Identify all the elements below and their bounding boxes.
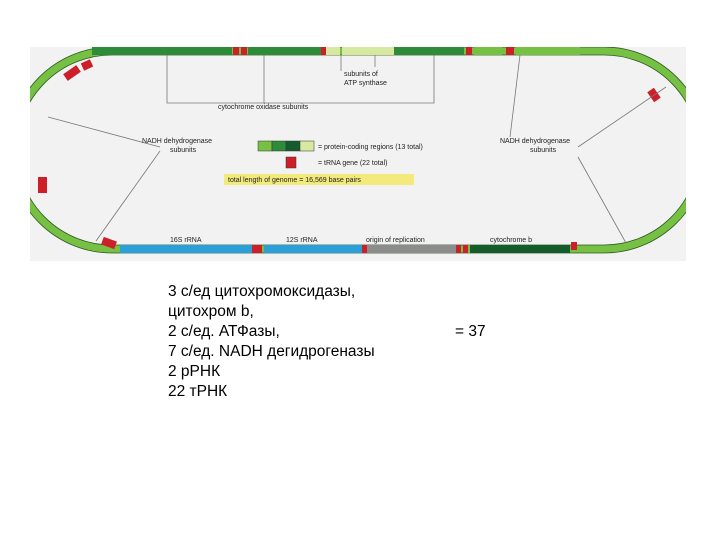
leader-nadh-right (577, 156, 627, 244)
legend-swatch-protein (285, 140, 301, 152)
trna-mark (101, 236, 117, 250)
legend-protein-text: = protein-coding regions (13 total) (318, 144, 423, 151)
label-12s-rrna: 12S rRNA (286, 237, 318, 244)
label-atp-2: ATP synthase (344, 80, 387, 87)
genome-ring-inner-outline (30, 54, 686, 246)
gene-summary: 3 с/ед цитохромоксидазы, цитохром b, 2 с… (168, 282, 375, 402)
origin-segment (366, 245, 456, 253)
genome-ring (30, 47, 686, 253)
leader-nadh-left (47, 116, 161, 148)
summary-line: цитохром b, (168, 303, 254, 320)
trna-mark (252, 245, 262, 253)
genome-length-text: total length of genome = 16,569 base pai… (228, 177, 361, 184)
summary-line: 3 с/ед цитохромоксидазы, (168, 283, 356, 300)
label-cytochrome-oxidase: cytochrome oxidase subunits (218, 104, 309, 111)
genome-diagram: 16S rRNA 12S rRNA origin of replication … (30, 47, 686, 261)
legend: = protein-coding regions (13 total) = tR… (224, 140, 423, 185)
legend-swatch-protein (257, 140, 273, 152)
summary-total: = 37 (455, 323, 486, 340)
top-segment-green-1 (92, 47, 232, 55)
top-segment-light-2 (516, 47, 580, 55)
rrna-16s-segment (120, 245, 252, 253)
summary-line: 2 рРНК (168, 363, 221, 380)
trna-mark (241, 47, 247, 55)
label-nadh-left-1: NADH dehydrogenase (142, 138, 212, 145)
label-nadh-right-2: subunits (530, 147, 557, 154)
trna-mark (321, 47, 326, 55)
leader-nadh-left (95, 150, 161, 242)
summary-line: 2 с/ед. АТФазы, (168, 323, 280, 340)
legend-trna-text: = tRNA gene (22 total) (318, 160, 387, 167)
trna-mark (80, 59, 94, 71)
trna-mark (456, 245, 461, 253)
genome-map: 16S rRNA 12S rRNA origin of replication … (30, 47, 686, 254)
top-segment-green-3 (394, 47, 464, 55)
top-segment-green-2 (248, 47, 322, 55)
trna-mark (463, 245, 468, 253)
label-origin: origin of replication (366, 237, 425, 244)
trna-mark (63, 65, 81, 81)
legend-swatch-protein (271, 140, 287, 152)
label-nadh-left-2: subunits (170, 147, 197, 154)
atp-segment-pale (324, 47, 340, 55)
leader-nadh-right (577, 86, 667, 148)
label-atp-1: subunits of (344, 71, 378, 78)
leader-cox (166, 55, 435, 104)
label-nadh-right-1: NADH dehydrogenase (500, 138, 570, 145)
genome-length-highlight (224, 174, 414, 185)
label-cytochrome-b: cytochrome b (490, 237, 532, 244)
leader-nadh-right (509, 54, 521, 138)
rrna-12s-segment (264, 245, 362, 253)
summary-line: 7 с/ед. NADH дегидрогеназы (168, 343, 375, 360)
genome-ring-outline (30, 47, 686, 254)
trna-mark (362, 245, 367, 253)
summary-line: 22 тРНК (168, 383, 228, 400)
trna-mark (38, 177, 47, 193)
trna-mark (571, 242, 577, 250)
atp-segment-pale-2 (342, 47, 394, 55)
legend-swatch-protein (299, 140, 315, 152)
cytb-segment (470, 245, 570, 253)
legend-swatch-trna (285, 156, 297, 169)
trna-mark (506, 47, 514, 55)
trna-mark (466, 47, 472, 55)
trna-mark (233, 47, 239, 55)
top-segment-light (474, 47, 502, 55)
label-16s-rrna: 16S rRNA (170, 237, 202, 244)
